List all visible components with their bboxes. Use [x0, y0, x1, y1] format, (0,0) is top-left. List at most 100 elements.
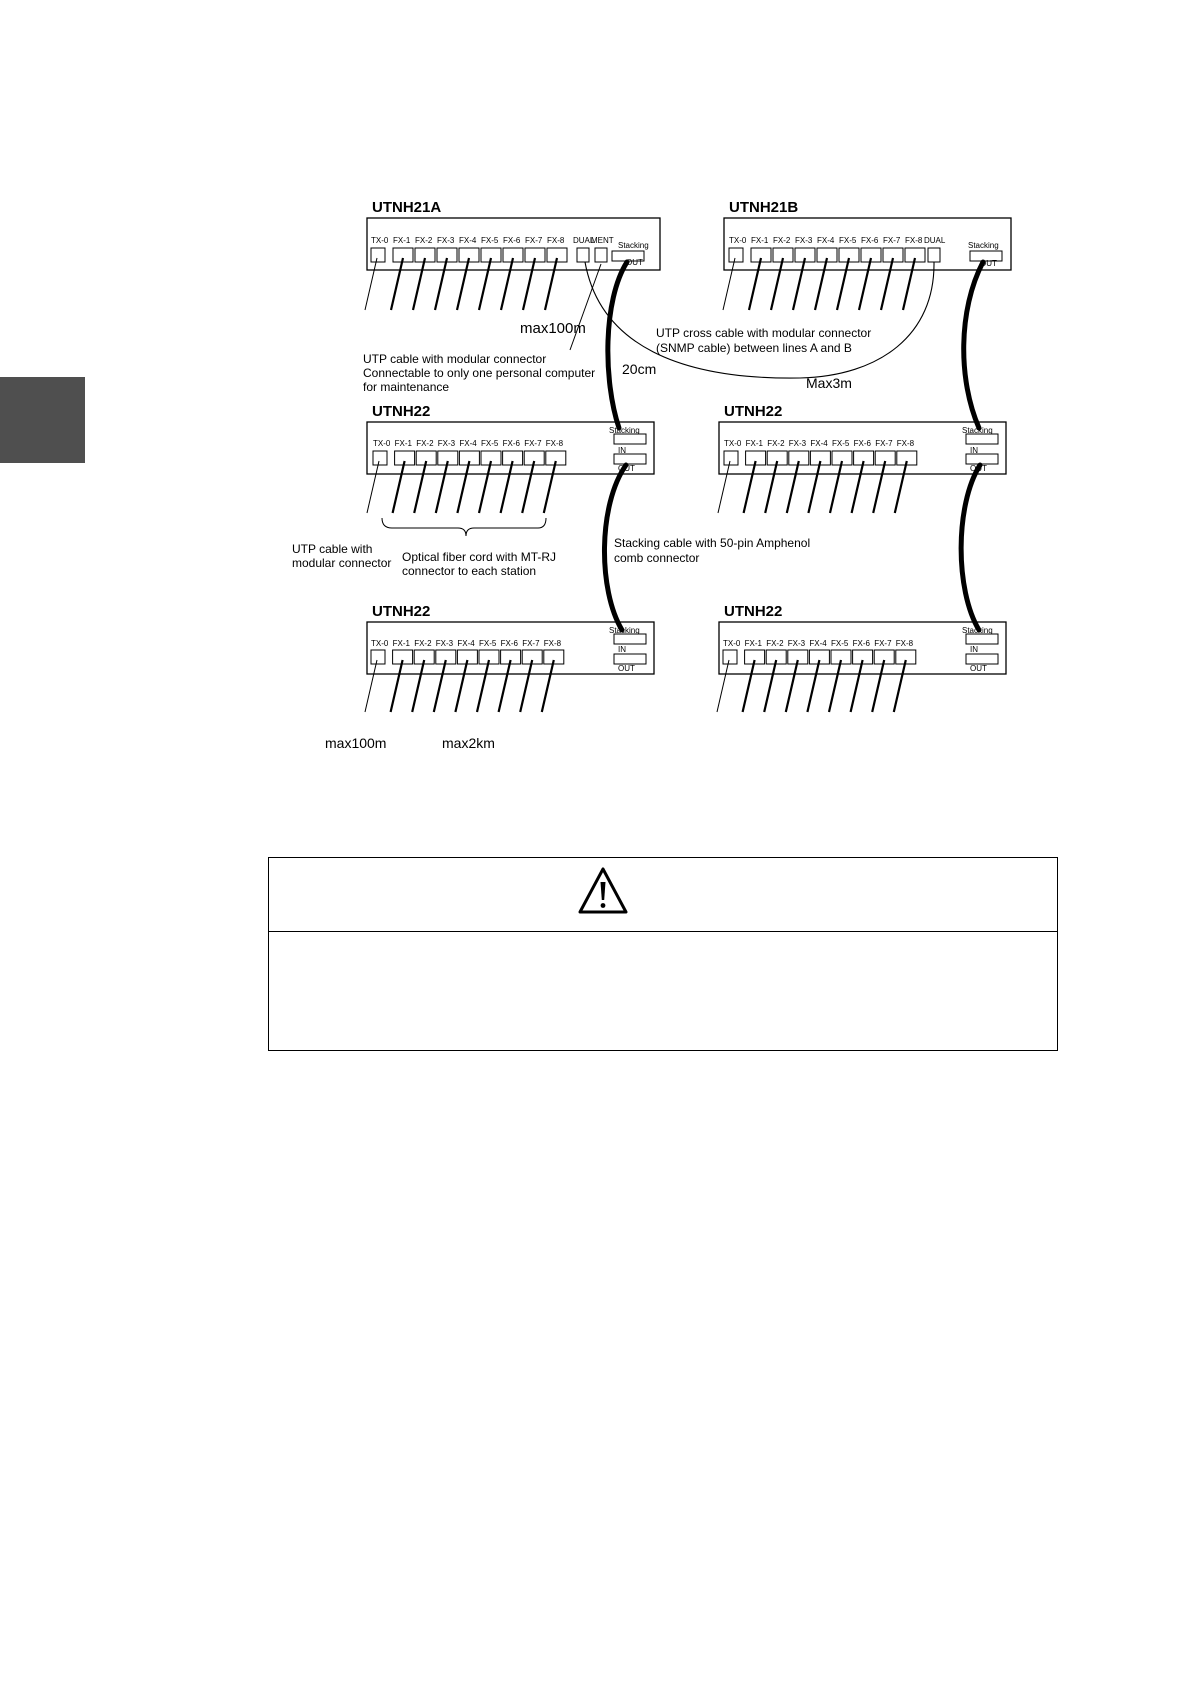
stacking-cable-line-1: Stacking cable with 50-pin Amphenol — [614, 536, 810, 550]
caution-header — [269, 858, 1057, 932]
fiber-cable — [807, 460, 822, 514]
stacking-in-port — [965, 433, 999, 445]
unit-chassis — [366, 217, 661, 271]
fiber-cable — [857, 257, 873, 311]
port-connector — [372, 450, 388, 466]
warning-triangle-icon — [578, 867, 628, 914]
len-max3m-label: Max3m — [806, 375, 852, 391]
port-label: FX-1 — [393, 236, 411, 245]
utp-modular-line-1: UTP cable with — [292, 542, 372, 556]
fiber-cable — [742, 460, 757, 514]
stacking-in-label: IN — [618, 446, 626, 455]
fiber-cable — [850, 460, 865, 514]
stacking-out-port — [613, 653, 647, 665]
stacking-out-label: OUT — [618, 664, 635, 673]
stacking-out-port — [965, 653, 999, 665]
fiber-cable — [434, 460, 449, 514]
stacking-in-port — [613, 433, 647, 445]
extra-port-label: MENT — [591, 236, 614, 245]
port-label: FX-2 — [415, 236, 433, 245]
stacking-cable — [605, 259, 630, 431]
port-label: FX-1 — [746, 439, 764, 448]
port-label: TX-0 — [371, 236, 389, 245]
port-label: FX-8 — [896, 639, 914, 648]
stacking-cable — [958, 462, 983, 633]
port-label: FX-1 — [393, 639, 411, 648]
port-label: FX-4 — [459, 439, 477, 448]
max100m-bottom-label: max100m — [325, 735, 386, 751]
port-label: FX-2 — [414, 639, 432, 648]
port-label: FX-7 — [525, 236, 543, 245]
stacking-cable-line-2: comb connector — [614, 551, 699, 565]
fiber-cable — [785, 460, 800, 514]
unit-title: UTNH22 — [372, 603, 430, 620]
fiber-cable — [893, 460, 908, 514]
port-label: FX-4 — [817, 236, 835, 245]
fiber-cable — [497, 659, 512, 713]
fiber-cable — [892, 659, 907, 713]
fiber-cable — [813, 257, 829, 311]
unit-title: UTNH22 — [724, 603, 782, 620]
optical-group-brace — [381, 517, 547, 537]
port-label: FX-5 — [479, 639, 497, 648]
stacking-label: Stacking — [962, 426, 993, 435]
port-label: FX-4 — [457, 639, 475, 648]
port-connector — [370, 247, 386, 263]
port-label: TX-0 — [373, 439, 391, 448]
fiber-cable — [389, 257, 405, 311]
port-label: FX-7 — [874, 639, 892, 648]
port-label: FX-6 — [503, 439, 521, 448]
fiber-cable — [389, 659, 404, 713]
fiber-cable — [791, 257, 807, 311]
port-label: FX-5 — [832, 439, 850, 448]
fiber-cable — [433, 257, 449, 311]
unit-chassis — [366, 621, 655, 675]
fiber-cable — [454, 659, 469, 713]
port-label: FX-7 — [883, 236, 901, 245]
port-label: FX-7 — [522, 639, 540, 648]
utp-modular-line-2: modular connector — [292, 556, 391, 570]
port-label: FX-2 — [773, 236, 791, 245]
port-label: FX-1 — [395, 439, 413, 448]
len-20cm-label: 20cm — [622, 361, 656, 377]
fiber-cable — [747, 257, 763, 311]
port-label: FX-7 — [524, 439, 542, 448]
fiber-cable — [872, 460, 887, 514]
extra-port-label: DUAL — [924, 236, 946, 245]
port-label: TX-0 — [723, 639, 741, 648]
fiber-cable — [769, 257, 785, 311]
fiber-cable — [717, 460, 731, 514]
fiber-cable — [764, 460, 779, 514]
unit-chassis — [718, 421, 1007, 475]
max2km-label: max2km — [442, 735, 495, 751]
snmp-cross-cable — [584, 261, 935, 379]
fiber-cable — [499, 460, 514, 514]
port-label: FX-8 — [544, 639, 562, 648]
stacking-out-port — [613, 453, 647, 465]
stacking-label: Stacking — [609, 426, 640, 435]
port-label: FX-5 — [481, 439, 499, 448]
fiber-cable — [477, 257, 493, 311]
port-label: FX-2 — [416, 439, 434, 448]
fiber-cable — [477, 460, 493, 514]
fiber-cable — [413, 460, 428, 514]
fiber-cable — [543, 257, 559, 311]
maintenance-cable — [569, 263, 602, 351]
fiber-cable — [499, 257, 515, 311]
fiber-cable — [364, 659, 378, 713]
fiber-cable — [432, 659, 447, 713]
port-label: FX-3 — [437, 236, 455, 245]
fiber-cable — [411, 257, 427, 311]
stacking-in-port — [965, 633, 999, 645]
caution-body — [269, 932, 1057, 1050]
stacking-out-port — [969, 250, 1003, 262]
stacking-out-label: OUT — [970, 664, 987, 673]
fiber-cable — [741, 659, 756, 713]
stacking-in-port — [613, 633, 647, 645]
port-label: FX-3 — [436, 639, 454, 648]
utp-maint-line-2: Connectable to only one personal compute… — [363, 366, 595, 380]
port-label: FX-6 — [854, 439, 872, 448]
fiber-cable — [763, 659, 778, 713]
extra-port-connector — [576, 247, 590, 263]
